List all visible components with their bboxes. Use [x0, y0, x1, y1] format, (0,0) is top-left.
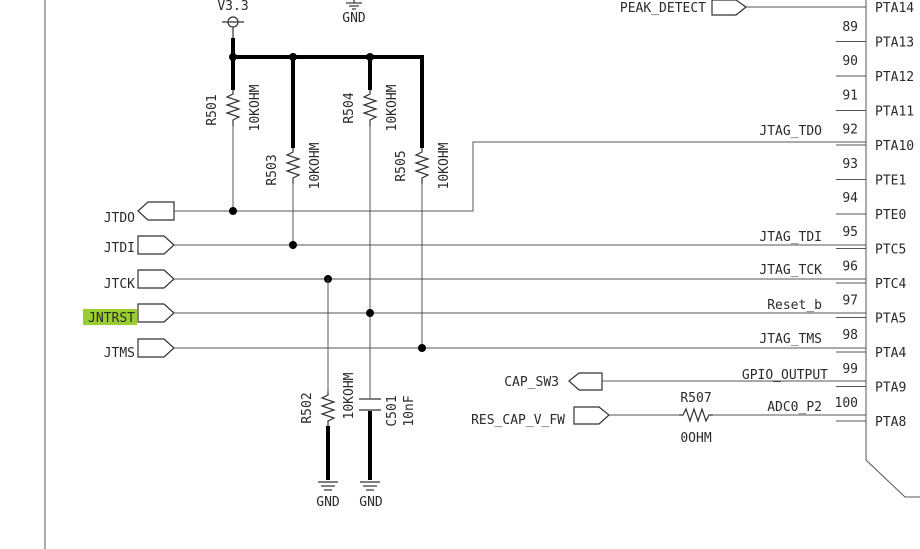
ic-pin-number: 89 [842, 20, 858, 35]
junction-dot [366, 53, 374, 61]
svg-text:RES_CAP_V_FW: RES_CAP_V_FW [471, 413, 565, 428]
junction-dot [289, 53, 297, 61]
net-label-adc0-p2: ADC0_P2 [767, 400, 822, 415]
resistor-r507: R507 0OHM [679, 391, 713, 446]
ic-pin-name: PTA11 [875, 105, 914, 120]
ic-pin-number: 91 [842, 88, 858, 103]
ic-pin-name: PTA5 [875, 312, 906, 327]
ic-pin-name: PTC5 [875, 243, 906, 258]
port-jntrst: JNTRST [83, 303, 175, 326]
junction-dot [289, 241, 297, 249]
svg-text:R501: R501 [205, 94, 220, 125]
port-cap-sw3: CAP_SW3 [504, 372, 603, 391]
port-peak-detect: PEAK_DETECT [620, 0, 748, 16]
svg-text:R505: R505 [394, 150, 409, 181]
ic-pin-number: 93 [842, 157, 858, 172]
resistor-r502: R502 10KOHM [300, 372, 357, 426]
ic-pin-name: PTA10 [875, 139, 914, 154]
net-label-jtag-tms: JTAG_TMS [759, 332, 822, 347]
capacitor-c501: C501 10nF [359, 395, 417, 427]
svg-text:10KOHM: 10KOHM [385, 84, 400, 131]
svg-text:JNTRST: JNTRST [88, 311, 135, 326]
ic-pin-name: PTE0 [875, 208, 906, 223]
ic-body-outline [865, 0, 920, 498]
svg-text:10KOHM: 10KOHM [248, 84, 263, 131]
ic-pin-name: PTA4 [875, 346, 906, 361]
v33-power-symbol: V3.3 [217, 0, 249, 38]
gnd-symbol-top: GND [342, 0, 366, 26]
resistor-r503: R503 10KOHM [265, 142, 323, 189]
resistor-r504: R504 10KOHM [342, 84, 400, 131]
ic-pin-name: PTC4 [875, 277, 906, 292]
svg-text:10nF: 10nF [402, 395, 417, 426]
ic-pin-number: 95 [842, 225, 858, 240]
port-jtdo: JTDO [104, 201, 175, 226]
svg-text:10KOHM: 10KOHM [437, 142, 452, 189]
port-jtdi: JTDI [104, 235, 175, 256]
svg-text:10KOHM: 10KOHM [342, 372, 357, 419]
gnd-symbol-c501: GND [359, 481, 383, 510]
svg-text:JTDI: JTDI [104, 241, 135, 256]
svg-text:JTDO: JTDO [104, 211, 135, 226]
svg-text:R503: R503 [265, 154, 280, 185]
svg-text:PEAK_DETECT: PEAK_DETECT [620, 1, 706, 16]
ic-pin-number: 100 [835, 396, 858, 411]
ic-pin-name: PTA8 [875, 415, 906, 430]
gnd-top-label: GND [342, 11, 366, 26]
ic-pin-name: PTA9 [875, 381, 906, 396]
resistor-r501: R501 10KOHM [205, 84, 263, 131]
svg-text:CAP_SW3: CAP_SW3 [504, 375, 559, 390]
ic-pin-number: 92 [842, 123, 858, 138]
ic-pin-number: 97 [842, 294, 858, 309]
ic-pin-name: PTA14 [875, 1, 914, 16]
ic-pin-name: PTE1 [875, 174, 906, 189]
svg-text:10KOHM: 10KOHM [308, 142, 323, 189]
svg-text:R504: R504 [342, 92, 357, 123]
svg-text:R502: R502 [300, 392, 315, 423]
net-label-jtag-tdi: JTAG_TDI [759, 230, 822, 245]
ic-pin-number: 98 [842, 328, 858, 343]
svg-text:0OHM: 0OHM [680, 431, 711, 446]
ic-pin-names: PTA14PTA13PTA12PTA11PTA10PTE1PTE0PTC5PTC… [875, 1, 914, 430]
junction-dot [418, 344, 426, 352]
port-jtck: JTCK [104, 269, 175, 292]
svg-text:JTMS: JTMS [104, 346, 135, 361]
net-label-jtag-tdo: JTAG_TDO [759, 124, 822, 139]
junction-dot [366, 309, 374, 317]
ic-pin-number: 96 [842, 259, 858, 274]
v33-label: V3.3 [217, 0, 248, 14]
ic-pin-numbers: 89 90 91 92 93 94 95 96 97 98 99 100 [835, 20, 859, 411]
ic-pin-name: PTA12 [875, 70, 914, 85]
ic-pin-number: 90 [842, 54, 858, 69]
port-jtms: JTMS [104, 338, 175, 361]
ic-pin-number: 94 [842, 191, 858, 206]
resistor-r505: R505 10KOHM [394, 142, 452, 189]
ic-pin-ticks [836, 6, 866, 422]
net-label-jtag-tck: JTAG_TCK [759, 263, 822, 278]
ic-pin-number: 99 [842, 362, 858, 377]
net-label-reset-b: Reset_b [767, 298, 822, 313]
svg-text:R507: R507 [680, 391, 711, 406]
svg-text:C501: C501 [385, 395, 400, 426]
junction-dot [229, 53, 237, 61]
junction-dot [229, 207, 237, 215]
ic-pin-name: PTA13 [875, 36, 914, 51]
jntrst-highlight [83, 309, 137, 325]
port-res-cap-v-fw: RES_CAP_V_FW [471, 406, 610, 428]
gnd-symbol-r502: GND [316, 481, 340, 510]
svg-text:GND: GND [316, 495, 340, 510]
wire-jtdo [174, 141, 866, 212]
svg-text:JTCK: JTCK [104, 277, 135, 292]
svg-text:GND: GND [359, 495, 383, 510]
net-label-gpio-output: GPIO_OUTPUT [742, 368, 828, 383]
